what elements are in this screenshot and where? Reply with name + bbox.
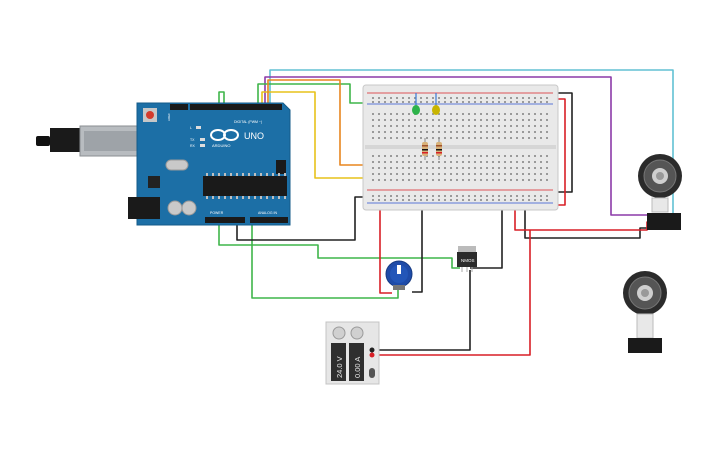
capacitor-1 xyxy=(167,200,183,216)
nmos-label: NMOS xyxy=(461,258,475,263)
negative-terminal[interactable] xyxy=(369,347,375,353)
wire-black-6[interactable] xyxy=(372,270,471,351)
voltage-display xyxy=(331,343,346,381)
wires xyxy=(218,69,674,356)
atmega-chip xyxy=(203,176,287,196)
current-readout: 0.00 A xyxy=(353,357,362,378)
encoder-2-connector[interactable] xyxy=(628,338,662,353)
power-header[interactable] xyxy=(205,217,245,223)
tx-label: TX xyxy=(190,138,195,142)
nmos-transistor[interactable]: NMOS xyxy=(457,246,477,272)
l-led xyxy=(196,126,201,129)
wire-red-4[interactable] xyxy=(372,230,531,356)
current-display xyxy=(349,343,364,381)
rx-led xyxy=(200,144,205,147)
voltage-knob[interactable] xyxy=(332,326,346,340)
l-label: L xyxy=(190,126,192,130)
arduino-model-label: UNO xyxy=(244,131,264,141)
voltage-regulator xyxy=(148,176,160,188)
led-yellow[interactable] xyxy=(432,93,440,115)
arduino-logo-text: ARDUINO xyxy=(212,143,230,148)
resistor-2[interactable] xyxy=(436,138,442,160)
wire-black-4[interactable] xyxy=(412,198,423,293)
wire-purple[interactable] xyxy=(264,76,650,216)
wire-yellow[interactable] xyxy=(261,91,430,179)
breadboard[interactable] xyxy=(362,84,559,211)
voltage-readout: 24.0 V xyxy=(335,356,344,378)
wire-green-left[interactable] xyxy=(218,91,460,269)
power-supply[interactable]: 24.0 V 0.00 A xyxy=(325,321,380,385)
wire-green-pot[interactable] xyxy=(251,218,399,299)
analog-header[interactable] xyxy=(250,217,288,223)
wire-red-1[interactable] xyxy=(553,98,566,206)
power-header-label: POWER xyxy=(210,211,224,215)
arduino-uno[interactable]: UNO ARDUINO DIGITAL (PWM ~) POWER ANALOG… xyxy=(36,102,291,226)
led-green[interactable] xyxy=(412,93,420,115)
dc-jack[interactable] xyxy=(128,197,160,219)
usb-connector[interactable] xyxy=(36,125,151,157)
wire-black-2[interactable] xyxy=(550,92,573,193)
tx-led xyxy=(200,138,205,141)
icsp-header[interactable] xyxy=(276,160,286,174)
aref-label: AREF xyxy=(167,113,171,121)
encoder-2-cable xyxy=(636,313,654,339)
wire-black-5[interactable] xyxy=(470,200,503,269)
rx-label: RX xyxy=(190,144,196,148)
crystal xyxy=(165,159,189,171)
wire-red-3[interactable] xyxy=(379,205,392,294)
wire-black-1[interactable] xyxy=(236,196,372,241)
chip-pins xyxy=(206,173,286,199)
breadboard-holes xyxy=(372,97,548,201)
capacitor-2 xyxy=(181,200,197,216)
resistor-1[interactable] xyxy=(422,138,428,160)
encoder-motor-1[interactable] xyxy=(638,154,682,230)
encoder-1-cable xyxy=(651,197,669,213)
power-switch[interactable] xyxy=(369,368,375,378)
wire-cyan[interactable] xyxy=(269,69,674,218)
wire-black-3[interactable] xyxy=(524,205,654,239)
digital-header[interactable] xyxy=(190,104,282,110)
potentiometer[interactable] xyxy=(385,260,413,290)
encoder-1-connector[interactable] xyxy=(647,213,681,230)
arduino-logo xyxy=(210,129,239,141)
analog-header-label: ANALOG IN xyxy=(258,211,278,215)
aref-header[interactable] xyxy=(170,104,188,110)
current-knob[interactable] xyxy=(350,326,364,340)
positive-terminal[interactable] xyxy=(369,352,375,358)
encoder-motor-2[interactable] xyxy=(623,271,667,353)
digital-header-label: DIGITAL (PWM ~) xyxy=(234,120,262,124)
